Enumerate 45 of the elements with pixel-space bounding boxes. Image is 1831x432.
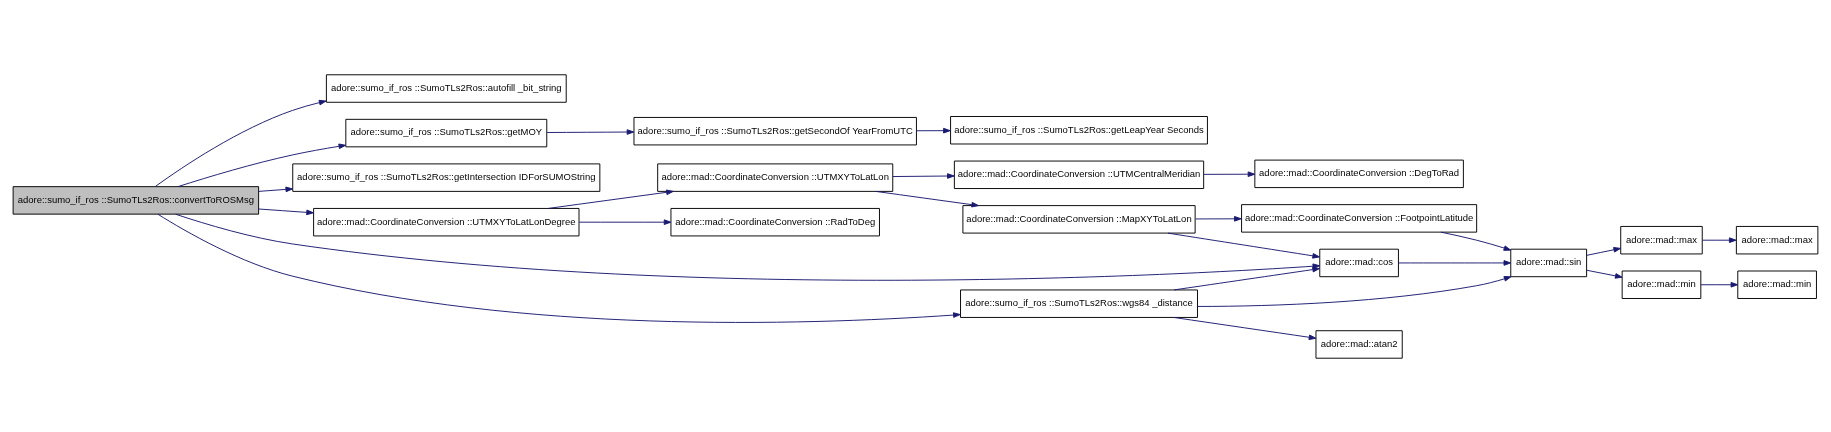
node-box: adore::mad::CoordinateConversion ::MapXYToLatLon [962,204,1196,234]
arrow [1586,246,1621,256]
arrow [1702,236,1737,243]
arrow [1398,259,1512,266]
arrow [177,143,347,187]
node-box: adore::mad::CoordinateConversion ::RadToDeg [670,207,880,236]
arrow [1700,281,1739,288]
node-box: adore::mad::CoordinateConversion ::UTMCentralMeridian [953,160,1205,189]
node-box: adore::sumo_if_ros ::SumoTLs2Ros::getMOY [345,118,548,147]
arrow [1203,170,1256,177]
arrow [1173,316,1317,340]
arrow [175,213,1321,281]
arrow [1173,266,1320,290]
arrow [546,128,635,135]
arrow [258,208,314,215]
arrow [548,189,674,209]
node-box: adore::mad::min [1621,270,1702,299]
arrow [578,218,672,225]
arrow [154,99,327,187]
arrow [1195,215,1242,222]
node-box: adore::sumo_if_ros ::SumoTLs2Ros::getIntersection IDForSUMOString [292,162,601,192]
arrow [892,172,955,179]
node-box: adore::mad::max [1735,225,1819,254]
node-box: adore::sumo_if_ros ::SumoTLs2Ros::wgs84 _distance [960,289,1198,318]
arrow [916,127,951,133]
node-box: adore::mad::atan2 [1315,329,1403,359]
node-box: adore::mad::CoordinateConversion ::FootpointLatitude [1241,203,1478,233]
arrow [1586,269,1623,279]
arrow [1167,232,1320,259]
node-box: adore::mad::max [1620,225,1703,254]
node-box: adore::sumo_if_ros ::SumoTLs2Ros::autofill _bit_string [325,73,567,103]
node-box: adore::sumo_if_ros ::SumoTLs2Ros::convertToROSMsg [12,185,260,215]
node-box: adore::mad::sin [1510,248,1588,277]
node-box: adore::sumo_if_ros ::SumoTLs2Ros::getLeapYear Seconds [950,115,1208,144]
arrow [258,186,294,192]
node-box: adore::mad::min [1737,270,1817,299]
arrow [1197,275,1512,307]
node-box: adore::mad::CoordinateConversion ::UTMXYToLatLon [657,162,894,192]
node-box: adore::mad::cos [1319,248,1399,277]
arrow [1440,231,1512,251]
node-box: adore::mad::CoordinateConversion ::DegToRad [1254,159,1464,188]
arrow [875,190,979,207]
node-box: adore::sumo_if_ros ::SumoTLs2Ros::getSecondOf YearFromUTC [633,116,917,145]
arrow [157,213,961,323]
node-box: adore::mad::CoordinateConversion ::UTMXYToLatLonDegree [313,207,580,236]
